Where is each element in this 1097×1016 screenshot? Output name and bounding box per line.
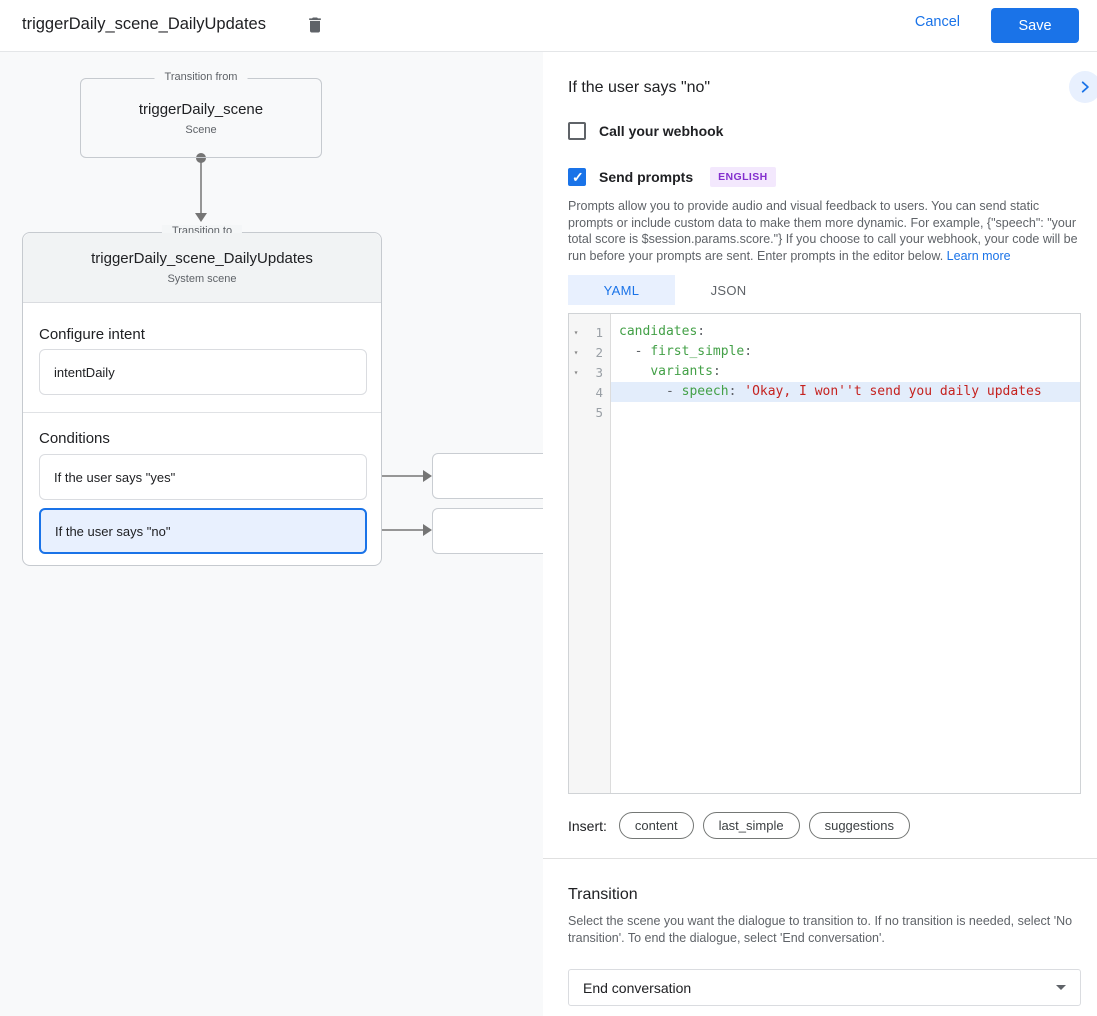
gutter-row: ▾1 (569, 322, 610, 342)
condition-label: If the user says "no" (55, 523, 171, 539)
line-number: 2 (595, 344, 603, 360)
prompts-description-text: Prompts allow you to provide audio and v… (568, 199, 1078, 263)
insert-chip-suggestions[interactable]: suggestions (808, 812, 910, 839)
fold-caret-icon[interactable]: ▾ (573, 367, 579, 377)
intent-name: intentDaily (54, 364, 115, 380)
condition-detail-panel: If the user says "no" Call your webhook … (543, 52, 1097, 1016)
code-token-punc: : (728, 384, 745, 399)
code-token-punc: - (634, 344, 651, 359)
card-divider (23, 412, 381, 413)
editor-line[interactable]: variants: (611, 362, 1080, 382)
line-number: 1 (595, 324, 603, 340)
save-button[interactable]: Save (991, 8, 1079, 43)
configure-intent-label: Configure intent (39, 326, 145, 343)
tab-yaml[interactable]: YAML (568, 275, 675, 305)
call-webhook-checkbox[interactable] (568, 122, 586, 140)
transition-select[interactable]: End conversation (568, 969, 1081, 1006)
to-scene-name: triggerDaily_scene_DailyUpdates (91, 250, 313, 267)
learn-more-link[interactable]: Learn more (946, 248, 1011, 263)
gutter-row: ▾3 (569, 362, 610, 382)
transition-description: Select the scene you want the dialogue t… (568, 914, 1073, 945)
editor-line[interactable]: candidates: (611, 322, 1080, 342)
prompts-description: Prompts allow you to provide audio and v… (568, 198, 1085, 264)
code-token-key: speech (681, 384, 729, 399)
transition-heading: Transition (568, 886, 638, 903)
to-scene-type: System scene (167, 273, 237, 285)
editor-format-tabs: YAML JSON (568, 275, 782, 305)
to-card-header: triggerDaily_scene_DailyUpdates System s… (23, 233, 381, 303)
fold-caret-icon[interactable]: ▾ (573, 327, 579, 337)
transition-from-legend: Transition from (154, 71, 248, 83)
editor-code-area[interactable]: candidates: - first_simple: variants: - … (611, 314, 1080, 793)
code-token-key: first_simple (650, 344, 745, 359)
code-token-key: variants (650, 364, 713, 379)
editor-line[interactable]: - first_simple: (611, 342, 1080, 362)
condition-no-target-node[interactable] (432, 508, 543, 554)
code-token-key: candidates (619, 324, 698, 339)
language-badge: ENGLISH (710, 167, 776, 187)
insert-row: Insert: content last_simple suggestions (568, 812, 910, 839)
insert-chip-last-simple[interactable]: last_simple (702, 812, 800, 839)
top-bar: triggerDaily_scene_DailyUpdates Cancel S… (0, 0, 1097, 52)
transition-select-value: End conversation (583, 979, 692, 996)
from-scene-name: triggerDaily_scene (138, 100, 264, 118)
trash-icon (305, 17, 325, 38)
insert-label: Insert: (568, 817, 607, 834)
condition-item-no[interactable]: If the user says "no" (39, 508, 367, 554)
code-token-punc: : (744, 344, 753, 359)
line-number: 3 (595, 364, 603, 380)
tab-json[interactable]: JSON (710, 282, 747, 298)
gutter-row: 5 (569, 402, 610, 422)
conditions-label: Conditions (39, 430, 110, 447)
insert-chip-content[interactable]: content (618, 812, 694, 839)
line-number: 4 (595, 384, 603, 400)
delete-scene-button[interactable] (303, 14, 327, 38)
from-scene-type: Scene (185, 123, 217, 136)
code-token-punc: : (712, 364, 721, 379)
transition-from-node[interactable]: Transition from triggerDaily_scene Scene (80, 71, 322, 158)
code-token-plain (619, 384, 666, 399)
editor-line[interactable]: - speech: 'Okay, I won''t send you daily… (611, 382, 1080, 402)
code-token-str: 'Okay, I won''t send you daily updates (744, 384, 1042, 399)
cancel-button[interactable]: Cancel (914, 14, 960, 30)
scene-flow-canvas: Transition from triggerDaily_scene Scene… (0, 52, 543, 1016)
condition-item-yes[interactable]: If the user says "yes" (39, 454, 367, 500)
gutter-row: ▾2 (569, 342, 610, 362)
call-webhook-label: Call your webhook (599, 123, 724, 139)
line-number: 5 (595, 404, 603, 420)
gutter-row: 4 (569, 382, 610, 402)
send-prompts-checkbox[interactable] (568, 168, 586, 186)
dropdown-caret-icon (1056, 985, 1066, 990)
send-prompts-label: Send prompts (599, 169, 694, 185)
panel-divider (543, 858, 1097, 859)
code-token-punc: : (697, 324, 706, 339)
editor-line[interactable] (611, 402, 1080, 422)
collapse-panel-button[interactable] (1069, 71, 1097, 103)
intent-item[interactable]: intentDaily (39, 349, 367, 395)
condition-yes-target-node[interactable] (432, 453, 543, 499)
code-token-plain (619, 344, 635, 359)
page-title: triggerDaily_scene_DailyUpdates (22, 15, 266, 33)
panel-title: If the user says "no" (568, 79, 711, 96)
transition-to-card: Transition to triggerDaily_scene_DailyUp… (22, 225, 382, 566)
code-token-punc: - (665, 384, 682, 399)
condition-label: If the user says "yes" (54, 469, 176, 485)
code-token-plain (619, 364, 650, 379)
fold-caret-icon[interactable]: ▾ (573, 347, 579, 357)
